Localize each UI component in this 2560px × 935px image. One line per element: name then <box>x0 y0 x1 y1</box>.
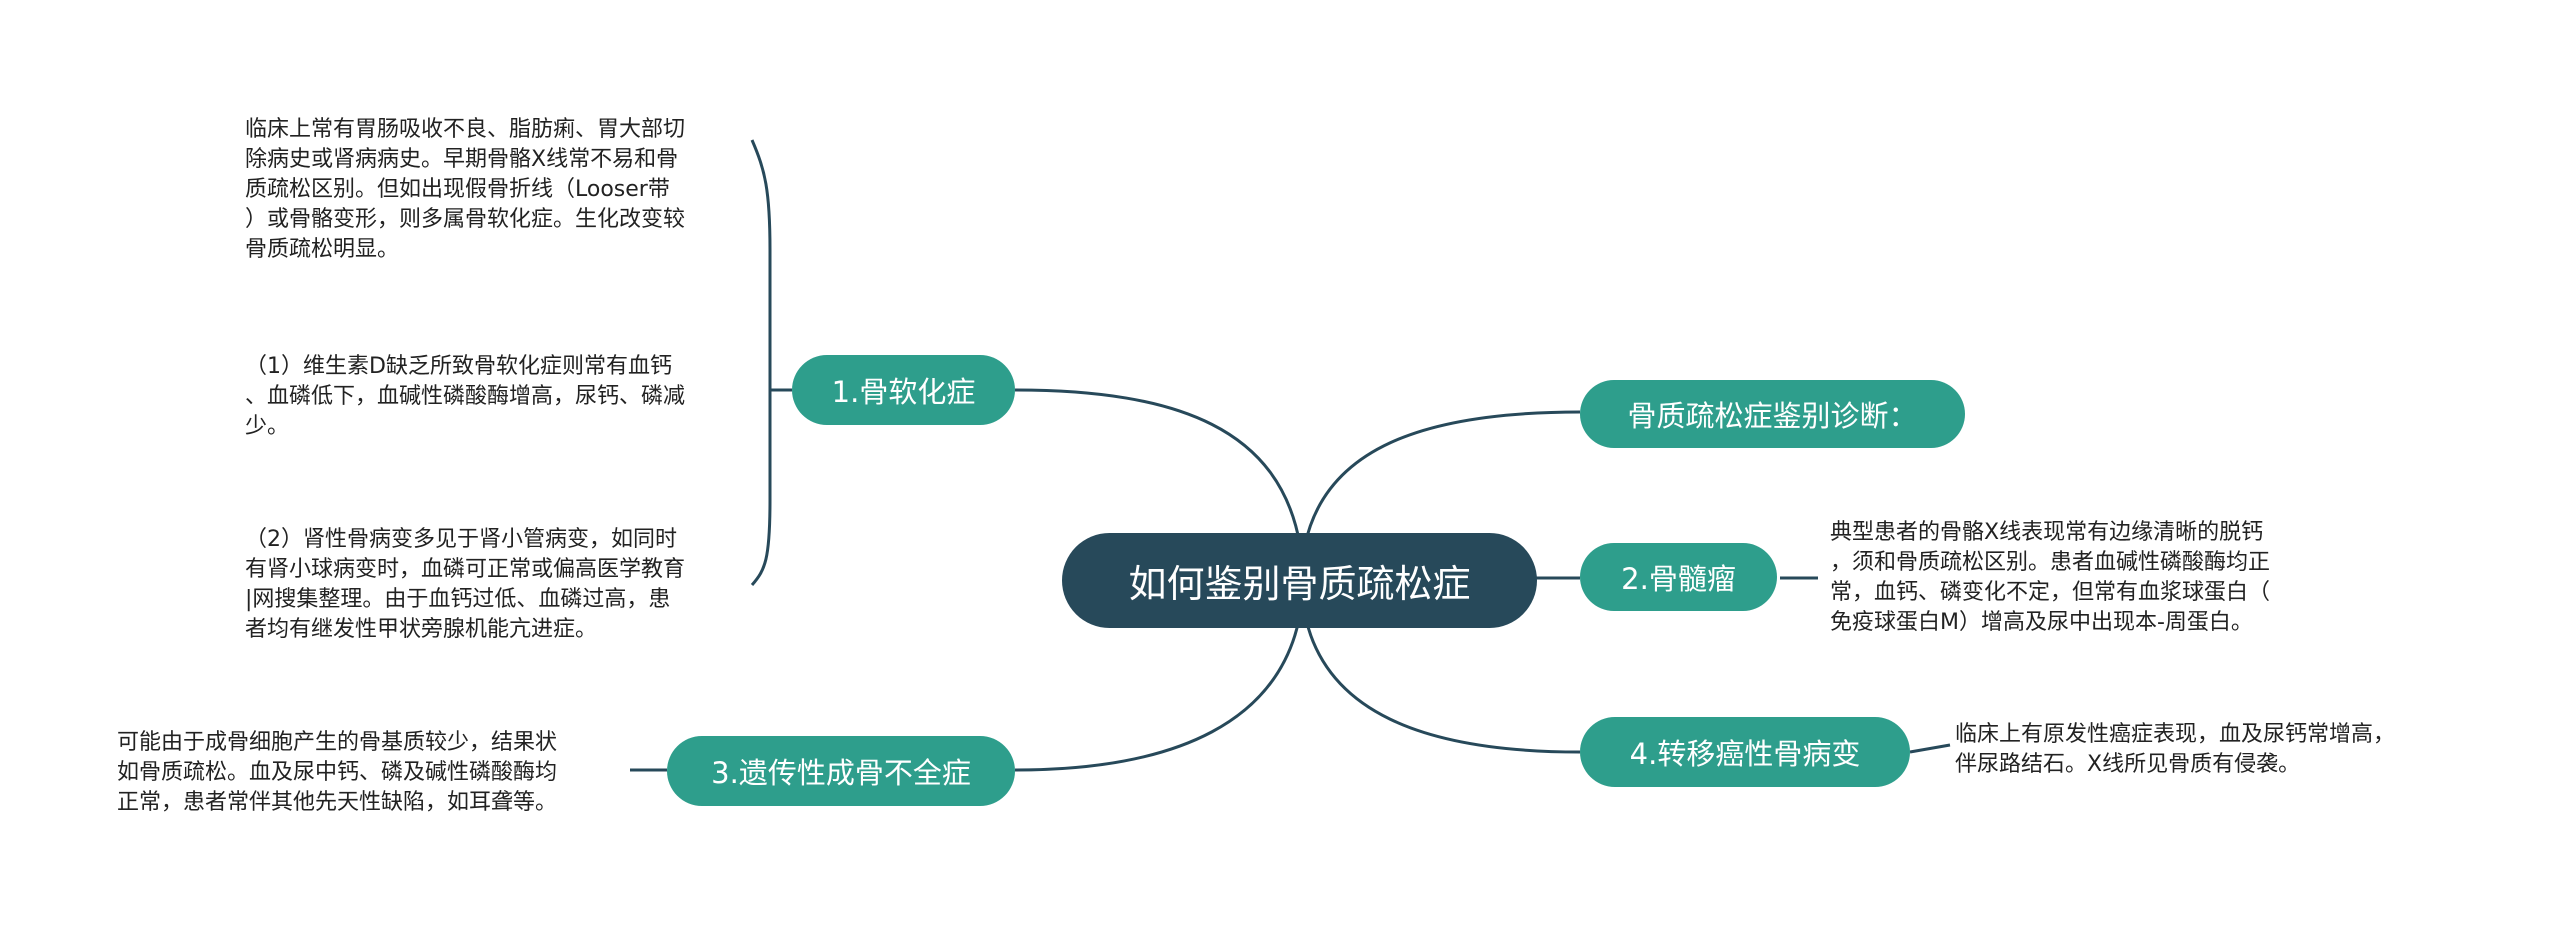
branch-label-2: 骨质疏松症鉴别诊断： <box>1627 399 1918 433</box>
branch-node-3[interactable]: 2.骨髓瘤 <box>1580 543 1777 611</box>
note-b4: 可能由于成骨细胞产生的骨基质较少，结果状 如骨质疏松。血及尿中钙、磷及碱性磷酸酶… <box>117 728 557 818</box>
note-line: 临床上常有胃肠吸收不良、脂肪痢、胃大部切 <box>245 117 686 142</box>
note-line: 免疫球蛋白M）增高及尿中出现本-周蛋白。 <box>1830 610 2253 635</box>
bracket-b1 <box>750 139 792 586</box>
note-b1-3: （2）肾性骨病变多见于肾小管病变，如同时 有肾小球病变时，血磷可正常或偏高医学教… <box>245 525 685 645</box>
note-line: （2）肾性骨病变多见于肾小管病变，如同时 <box>245 527 677 552</box>
note-b1-2: （1）维生素D缺乏所致骨软化症则常有血钙 、血磷低下，血碱性磷酸酶增高，尿钙、磷… <box>245 352 685 442</box>
note-line: |网搜集整理。由于血钙过低、血磷过高，患 <box>245 587 671 612</box>
branch-label-3: 2.骨髓瘤 <box>1621 562 1736 596</box>
link-root-b4 <box>1014 614 1302 772</box>
note-line: 可能由于成骨细胞产生的骨基质较少，结果状 <box>117 730 558 755</box>
link-b5-note <box>1909 743 1951 754</box>
note-line: （1）维生素D缺乏所致骨软化症则常有血钙 <box>245 354 672 379</box>
link-root-b5 <box>1303 614 1581 754</box>
branch-node-2[interactable]: 骨质疏松症鉴别诊断： <box>1580 380 1965 448</box>
note-line: ）或骨骼变形，则多属骨软化症。生化改变较 <box>245 207 686 232</box>
note-line: 少。 <box>245 414 290 439</box>
note-line: ，须和骨质疏松区别。患者血碱性磷酸酶均正 <box>1830 550 2271 575</box>
note-line: 者均有继发性甲状旁腺机能亢进症。 <box>245 617 598 642</box>
note-line: 有肾小球病变时，血磷可正常或偏高医学教育 <box>245 557 686 582</box>
note-line: 质疏松区别。但如出现假骨折线（Looser带 <box>245 177 670 202</box>
root-label: 如何鉴别骨质疏松症 <box>1128 562 1471 606</box>
note-line: 常，血钙、磷变化不定，但常有血浆球蛋白（ <box>1830 580 2271 605</box>
branch-label-4: 3.遗传性成骨不全症 <box>711 756 971 790</box>
note-line: 除病史或肾病病史。早期骨骼X线常不易和骨 <box>245 147 679 172</box>
branch-node-5[interactable]: 4.转移癌性骨病变 <box>1580 717 1910 787</box>
note-line: 临床上有原发性癌症表现，血及尿钙常增高， <box>1955 722 2396 747</box>
branch-node-1[interactable]: 1.骨软化症 <box>792 355 1015 425</box>
note-line: 伴尿路结石。X线所见骨质有侵袭。 <box>1955 752 2301 777</box>
branch-label-1: 1.骨软化症 <box>831 375 976 409</box>
note-line: 如骨质疏松。血及尿中钙、磷及碱性磷酸酶均 <box>117 760 558 785</box>
link-root-b2 <box>1303 410 1581 546</box>
root-node[interactable]: 如何鉴别骨质疏松症 <box>1062 533 1537 628</box>
note-line: 典型患者的骨骼X线表现常有边缘清晰的脱钙 <box>1830 520 2264 545</box>
note-b5: 临床上有原发性癌症表现，血及尿钙常增高， 伴尿路结石。X线所见骨质有侵袭。 <box>1955 720 2395 780</box>
note-b3: 典型患者的骨骼X线表现常有边缘清晰的脱钙 ，须和骨质疏松区别。患者血碱性磷酸酶均… <box>1830 518 2270 638</box>
branch-node-4[interactable]: 3.遗传性成骨不全症 <box>667 736 1015 806</box>
note-b1-1: 临床上常有胃肠吸收不良、脂肪痢、胃大部切 除病史或肾病病史。早期骨骼X线常不易和… <box>245 115 685 265</box>
link-root-b1 <box>1014 388 1302 546</box>
branch-label-5: 4.转移癌性骨病变 <box>1629 737 1861 771</box>
note-line: 骨质疏松明显。 <box>245 237 400 262</box>
note-line: 、血磷低下，血碱性磷酸酶增高，尿钙、磷减 <box>245 384 686 409</box>
note-line: 正常，患者常伴其他先天性缺陷，如耳聋等。 <box>117 790 558 815</box>
